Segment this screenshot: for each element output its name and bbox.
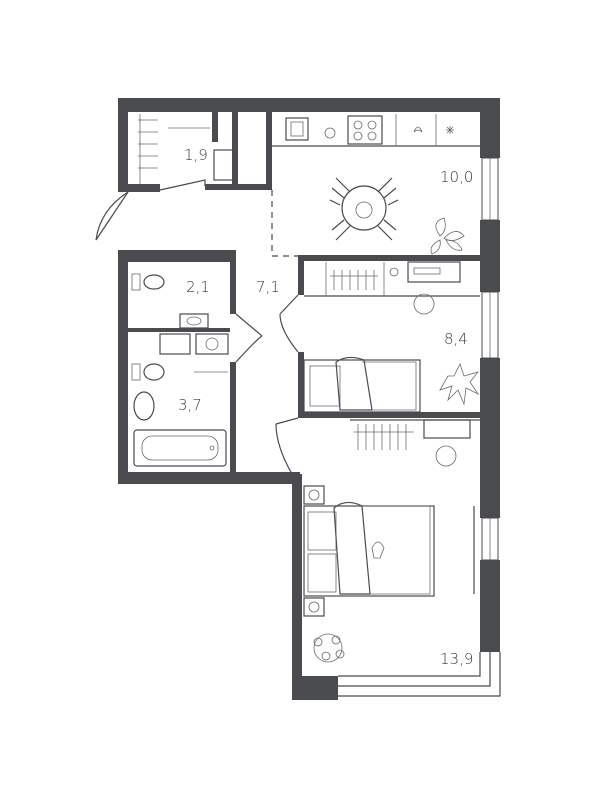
area-label-kitchen: 10,0 bbox=[440, 168, 473, 186]
area-label-storage: 1,9 bbox=[184, 146, 208, 164]
plant-icon bbox=[430, 217, 465, 255]
toilet-icon bbox=[143, 274, 165, 290]
windows bbox=[338, 157, 501, 697]
storage-room bbox=[138, 114, 235, 184]
bathroom-furniture bbox=[131, 333, 229, 467]
plant-icon bbox=[439, 362, 480, 406]
bed-icon bbox=[303, 359, 421, 413]
kitchen-furniture bbox=[272, 114, 480, 255]
area-label-bedroom-small: 8,4 bbox=[444, 330, 468, 348]
walls bbox=[118, 98, 500, 700]
area-label-bathroom: 3,7 bbox=[178, 396, 202, 414]
desk-icon bbox=[407, 261, 461, 283]
sink-icon bbox=[285, 117, 309, 141]
kitchen-opening bbox=[271, 190, 300, 257]
master-bedroom-furniture bbox=[303, 419, 480, 663]
plant-icon bbox=[313, 633, 345, 663]
entrance-door bbox=[95, 179, 206, 241]
hall-doors bbox=[235, 294, 299, 475]
stove-icon bbox=[347, 115, 383, 145]
area-label-hall: 7,1 bbox=[256, 278, 280, 296]
small-bedroom-furniture bbox=[303, 261, 480, 413]
bathtub-icon bbox=[133, 429, 227, 467]
wc-furniture bbox=[131, 273, 209, 329]
area-label-bedroom-master: 13,9 bbox=[440, 650, 473, 668]
dining-table bbox=[341, 185, 387, 231]
area-label-wc: 2,1 bbox=[186, 278, 210, 296]
